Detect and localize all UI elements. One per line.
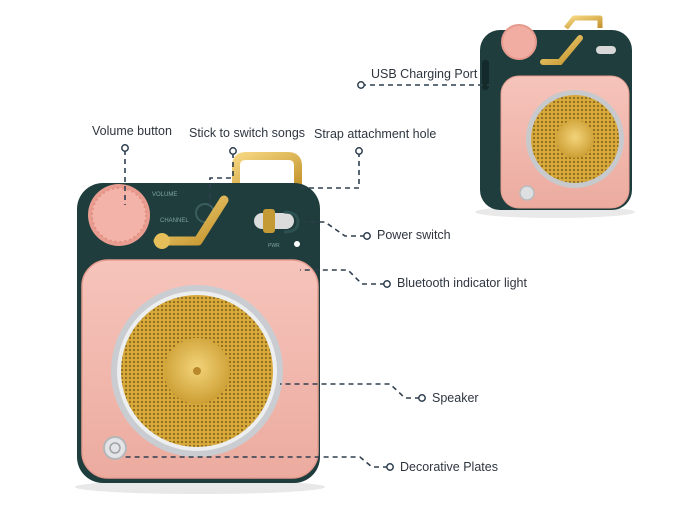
volume-marking: VOLUME xyxy=(152,192,177,198)
bluetooth-led-icon xyxy=(294,241,300,247)
callout-lines xyxy=(124,84,490,468)
callout-dots xyxy=(121,81,426,471)
decorative-plate-icon xyxy=(103,436,127,460)
main-device: VOLUME CHANNEL PWR xyxy=(75,152,325,494)
usb-port-icon xyxy=(482,60,489,90)
volume-knob-icon xyxy=(88,184,150,246)
song-stick-icon xyxy=(153,195,229,249)
song-stick-label: Stick to switch songs xyxy=(189,126,306,140)
small-decorative-plate-icon xyxy=(519,185,535,201)
usb-port-label: USB Charging Port xyxy=(371,67,478,81)
bluetooth-light-label: Bluetooth indicator light xyxy=(397,276,527,290)
stick-callout-line xyxy=(209,153,234,205)
power-switch-label: Power switch xyxy=(377,228,451,242)
speaker-callout-line xyxy=(280,383,420,399)
decorative-plates-label: Decorative Plates xyxy=(400,460,498,474)
small-strap-handle-icon xyxy=(564,15,603,30)
power-marking: PWR xyxy=(268,243,280,249)
strap-handle-icon xyxy=(232,152,302,188)
speaker-grille-icon xyxy=(111,285,283,457)
small-song-stick-icon xyxy=(540,35,583,65)
channel-marking: CHANNEL xyxy=(160,218,189,224)
small-volume-knob-icon xyxy=(501,24,537,60)
strap-callout-line xyxy=(298,152,360,189)
bluetooth-callout-line xyxy=(300,269,385,285)
volume-button-label: Volume button xyxy=(92,124,172,138)
speaker-label: Speaker xyxy=(432,391,479,405)
power-switch-icon xyxy=(254,209,300,234)
power-callout-line xyxy=(305,221,365,237)
small-device xyxy=(475,15,635,218)
strap-hole-label: Strap attachment hole xyxy=(314,127,437,141)
